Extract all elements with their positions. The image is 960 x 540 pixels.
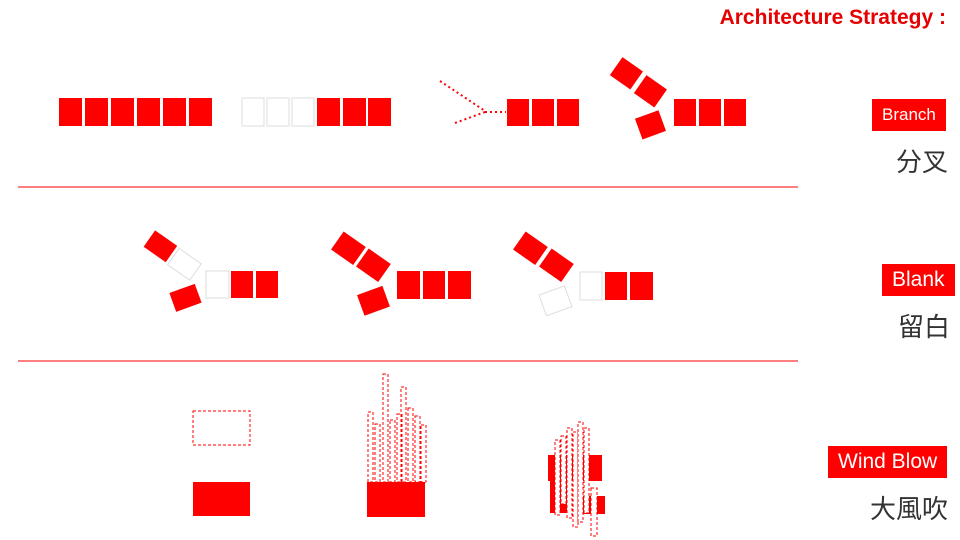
- solid-block: [507, 99, 529, 126]
- wind-figure-2: [367, 373, 427, 517]
- solid-block: [513, 231, 548, 266]
- solid-block: [609, 57, 643, 90]
- blank-figure-3: [513, 231, 653, 317]
- branch-figure-2: [241, 97, 391, 127]
- solid-block: [532, 99, 554, 126]
- dashed-strip: [414, 415, 421, 483]
- blank-block: [166, 247, 202, 281]
- label-blank: Blank: [882, 264, 955, 296]
- solid-block: [724, 99, 746, 126]
- dashed-strip: [554, 439, 561, 516]
- blank-block: [579, 271, 603, 301]
- solid-block: [317, 98, 340, 126]
- dashed-strip: [382, 373, 389, 483]
- solid-block: [367, 482, 425, 517]
- solid-block: [630, 272, 653, 300]
- blank-block: [538, 285, 573, 317]
- solid-block: [85, 98, 108, 126]
- solid-block: [634, 110, 666, 140]
- solid-block: [343, 98, 366, 126]
- dashed-strip: [583, 427, 590, 514]
- solid-block: [448, 271, 471, 299]
- branch-figure-3: [439, 80, 579, 126]
- solid-block: [59, 98, 82, 126]
- label-blank-cn: 留白: [898, 313, 951, 343]
- label-branch: Branch: [872, 99, 946, 131]
- label-wind-blow-cn: 大風吹: [870, 495, 949, 525]
- branch-figure-1: [59, 98, 212, 126]
- solid-block: [356, 248, 391, 283]
- slide-title: Architecture Strategy :: [719, 6, 946, 29]
- solid-block: [539, 248, 574, 283]
- dashed-strip: [566, 427, 573, 519]
- dashed-strip: [572, 431, 579, 528]
- blank-block: [291, 97, 315, 127]
- blank-block: [205, 270, 230, 299]
- branch-figure-4: [609, 57, 746, 140]
- blank-figure-2: [331, 231, 471, 316]
- wind-figure-1: [192, 410, 251, 516]
- dashed-outline-block: [192, 410, 251, 446]
- solid-block: [357, 285, 390, 316]
- dashed-strip: [407, 407, 414, 483]
- solid-block: [169, 283, 202, 312]
- solid-block: [189, 98, 212, 126]
- solid-block: [605, 272, 627, 300]
- solid-block: [137, 98, 160, 126]
- dotted-branch: [454, 111, 486, 124]
- dashed-strip: [367, 411, 374, 483]
- solid-block: [163, 98, 186, 126]
- dashed-strip: [389, 419, 396, 483]
- dashed-strip: [577, 421, 584, 523]
- solid-block: [368, 98, 391, 126]
- dashed-strip: [560, 435, 567, 505]
- solid-block: [699, 99, 721, 126]
- solid-block: [397, 271, 420, 299]
- wind-figure-3: [548, 421, 605, 537]
- solid-block: [143, 230, 178, 263]
- dashed-strip: [420, 424, 427, 483]
- blank-block: [241, 97, 265, 127]
- solid-block: [633, 75, 667, 108]
- blank-figure-1: [143, 230, 278, 312]
- solid-block: [256, 271, 278, 298]
- label-wind-blow: Wind Blow: [828, 446, 948, 478]
- solid-block: [674, 99, 696, 126]
- solid-block: [231, 271, 253, 298]
- solid-block: [111, 98, 134, 126]
- dotted-branch: [439, 80, 486, 112]
- blank-block: [266, 97, 290, 127]
- solid-block: [423, 271, 445, 299]
- solid-block: [193, 482, 250, 516]
- dashed-strip: [590, 487, 598, 537]
- solid-block: [557, 99, 579, 126]
- label-branch-cn: 分叉: [896, 148, 949, 178]
- solid-block: [331, 231, 366, 266]
- dashed-strip: [374, 423, 381, 483]
